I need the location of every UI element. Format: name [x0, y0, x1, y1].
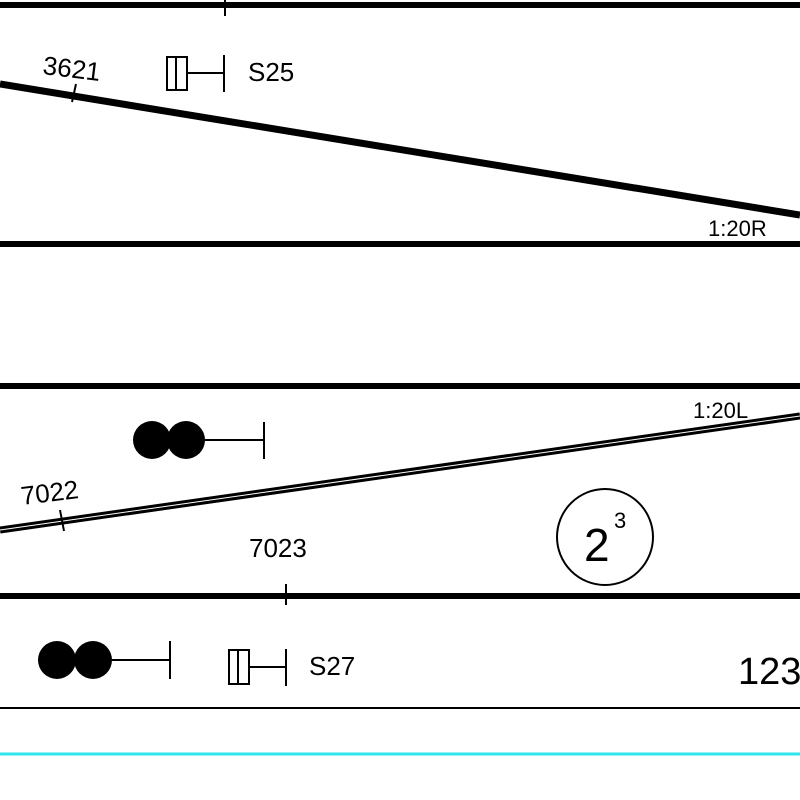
track-top — [0, 0, 800, 16]
signal-label-s25: S25 — [248, 57, 294, 87]
circle-marker-superscript: 3 — [614, 508, 626, 533]
track-number: 123 — [738, 651, 800, 693]
point-label-3621: 3621 — [41, 50, 102, 87]
diverging-rail-upper — [0, 80, 800, 219]
point-tick-7022 — [59, 509, 65, 532]
dwarf-signal-upper — [133, 421, 265, 459]
dwarf-signal-lamp-1 — [133, 421, 171, 459]
dwarf-signal-lamp-2 — [167, 421, 205, 459]
diverging-track-lower: 7022 1:20L — [0, 398, 800, 534]
dwarf-signal-lower — [38, 641, 171, 679]
circle-marker-ring — [556, 488, 654, 586]
diverging-track-upper: 3621 1:20R — [0, 50, 800, 241]
dwarf-signal-lamp-4 — [74, 641, 112, 679]
point-label-7023: 7023 — [249, 533, 307, 563]
point-tick-3621 — [71, 83, 77, 103]
circle-marker-base: 2 — [584, 519, 610, 571]
signal-label-s27: S27 — [309, 651, 355, 681]
diverging-rail-lower-inner — [0, 415, 800, 531]
point-label-7022: 7022 — [19, 474, 80, 511]
dwarf-signal-lamp-3 — [38, 641, 76, 679]
turnout-ratio-lower: 1:20L — [693, 398, 748, 423]
track-lower — [0, 584, 800, 605]
circle-marker: 2 3 — [556, 488, 654, 586]
turnout-ratio-upper: 1:20R — [708, 216, 767, 241]
signal-s27: S27 — [228, 649, 355, 686]
signal-s25: S25 — [166, 55, 294, 92]
